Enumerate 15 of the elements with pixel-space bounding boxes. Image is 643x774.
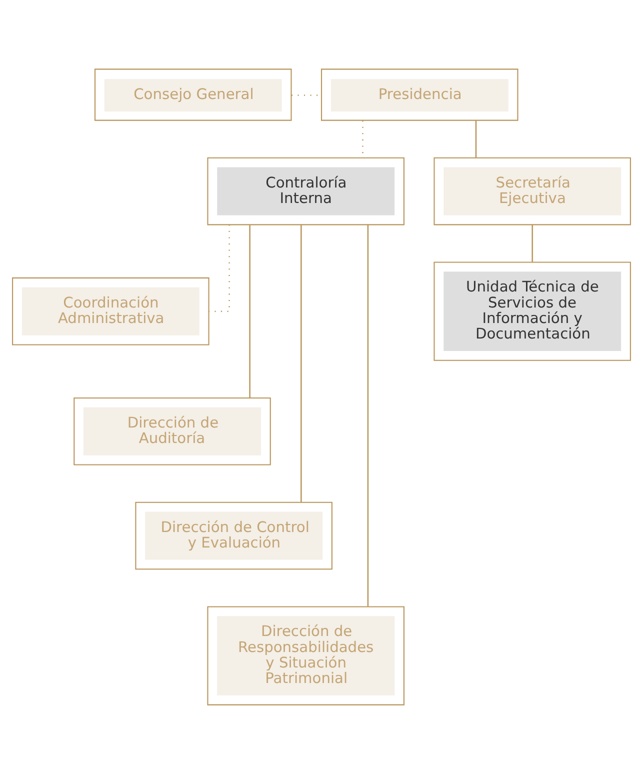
node-box: Coordinación Administrativa <box>12 277 210 346</box>
connector <box>475 120 477 158</box>
node-box: Dirección de Responsabilidades y Situación Patrimonial <box>207 606 404 706</box>
node-box: Dirección de Control y Evaluación <box>135 502 332 570</box>
node-box: Contraloría Interna <box>207 157 404 226</box>
node-box: Unidad Técnica de Servicios de Información y Documentación <box>434 262 631 361</box>
connector <box>208 224 230 312</box>
connector <box>300 224 302 502</box>
connector <box>532 224 533 262</box>
connector <box>249 225 250 398</box>
node-box: Presidencia <box>320 68 518 121</box>
connector <box>367 224 369 606</box>
node-box: Consejo General <box>94 68 292 121</box>
node-box: Dirección de Auditoría <box>74 397 271 466</box>
node-box: Secretaría Ejecutiva <box>434 157 631 226</box>
